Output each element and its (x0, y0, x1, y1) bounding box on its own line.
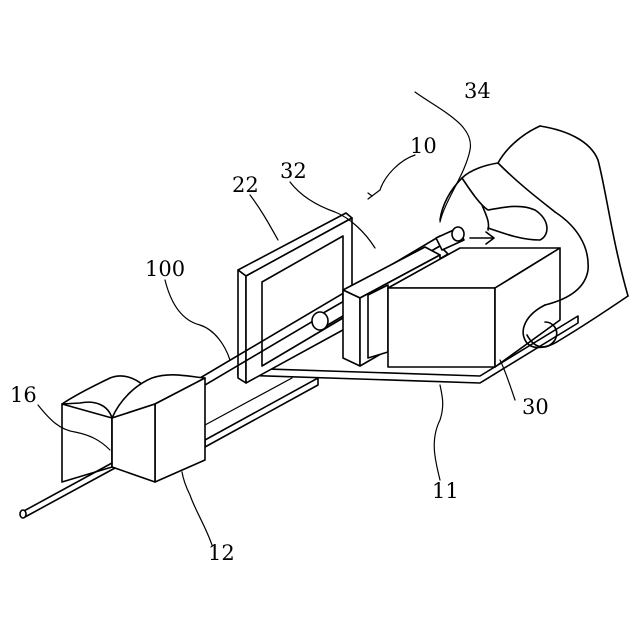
label-10: 10 (410, 134, 437, 158)
label-16: 16 (10, 383, 37, 407)
label-34: 34 (464, 79, 491, 103)
handle-rod-34 (436, 227, 494, 250)
label-30: 30 (522, 395, 549, 419)
lower-rail (205, 378, 318, 447)
label-12: 12 (208, 541, 235, 565)
lower-block-12 (62, 375, 205, 482)
label-32: 32 (280, 159, 307, 183)
label-100: 100 (145, 257, 185, 281)
label-11: 11 (432, 479, 459, 503)
label-22: 22 (232, 173, 259, 197)
